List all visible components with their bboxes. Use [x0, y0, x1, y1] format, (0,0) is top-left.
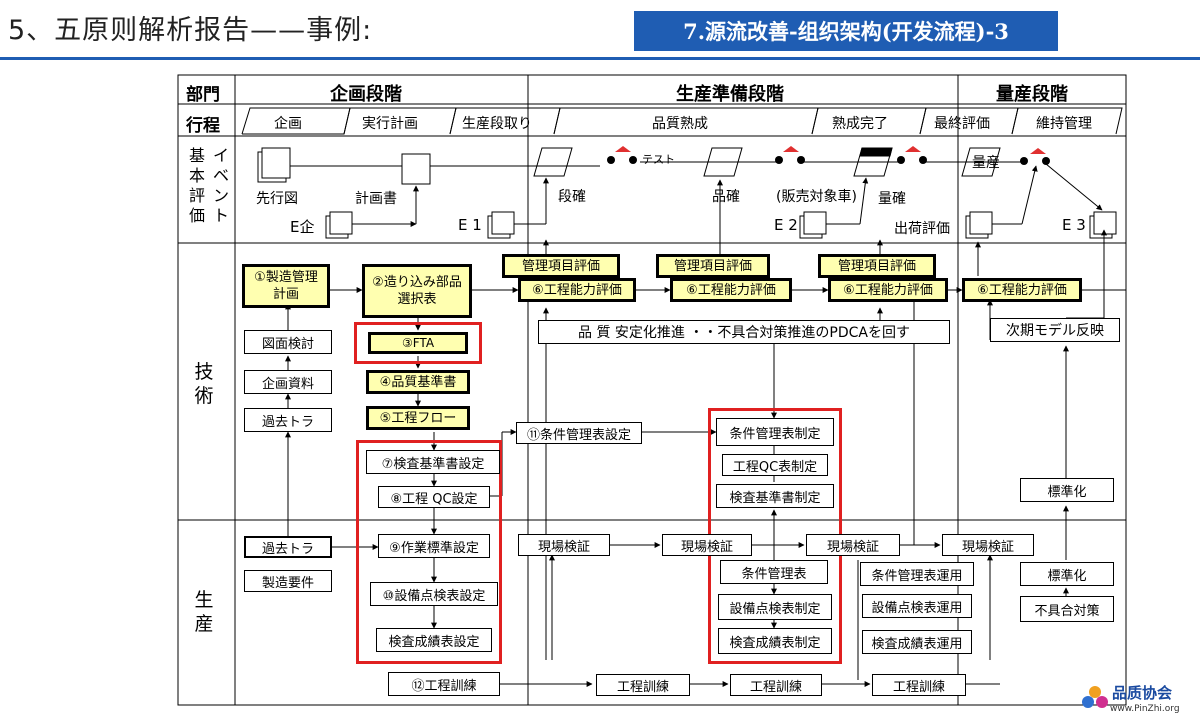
- flower-icon: [1082, 686, 1108, 708]
- section-badge: 7.源流改善-组织架构(开发流程)-3: [634, 11, 1058, 51]
- event-ryosan: 量産: [972, 155, 1000, 171]
- box-genba-3: 現場検証: [806, 534, 900, 556]
- event-ryokaku: 量確: [878, 191, 906, 207]
- event-dankaku: 段確: [558, 189, 586, 205]
- box-k10: ⑩設備点検表設定: [370, 582, 498, 606]
- highlight-fta: [354, 322, 482, 364]
- box-flow: ⑤工程フロー: [366, 406, 470, 430]
- header-rule: [0, 57, 1200, 60]
- box-kakotora-tech: 過去トラ: [244, 408, 332, 432]
- box-noryoku-2: ⑥工程能力評価: [670, 278, 792, 302]
- box-kanri-1: 管理項目評価: [502, 254, 620, 278]
- event-hanbai: (販売対象車): [776, 189, 857, 205]
- box-kunren-3: 工程訓練: [872, 674, 966, 696]
- col-mass: 量産段階: [996, 84, 1068, 105]
- logo-name: 品质协会: [1112, 684, 1173, 702]
- pinzhi-logo: 品质协会 www.PinZhi.org: [1080, 680, 1196, 720]
- box-tsukurikomi: ②造り込み部品 選択表: [362, 264, 472, 318]
- row-event-label: 基本評価: [188, 146, 205, 225]
- box-jiki-model: 次期モデル反映: [990, 318, 1120, 342]
- box-k9: ⑨作業標準設定: [378, 534, 490, 558]
- box-kensa-settei: 検査成績表設定: [376, 628, 492, 652]
- col-planning: 企画段階: [330, 84, 402, 105]
- box-noryoku-1: ⑥工程能力評価: [518, 278, 636, 302]
- row-event-label2: イベント: [212, 146, 229, 225]
- row-schedule: 行程: [186, 116, 220, 136]
- box-jouken: 条件管理表: [720, 560, 828, 584]
- box-unyo-2: 設備点検表運用: [862, 594, 972, 618]
- box-pdca: 品 質 安定化推進 ・・不具合対策推進のPDCAを回す: [538, 320, 950, 344]
- event-shukka: 出荷評価: [894, 221, 950, 237]
- box-noryoku-3: ⑥工程能力評価: [828, 278, 948, 302]
- event-e2: E 2: [774, 216, 798, 234]
- box-yoken: 製造要件: [244, 570, 332, 592]
- box-genba-1: 現場検証: [518, 534, 610, 556]
- event-test: テスト: [642, 153, 675, 166]
- row-tech: 技術: [194, 361, 214, 407]
- col-dept: 部門: [186, 85, 220, 105]
- box-kakotora-prod: 過去トラ: [244, 536, 332, 558]
- box-unyo-3: 検査成績表運用: [862, 630, 972, 654]
- box-seitei-3: 検査基準書制定: [716, 484, 834, 508]
- event-hinkaku: 品確: [712, 189, 740, 205]
- schedule-6: 維持管理: [1036, 116, 1092, 132]
- schedule-4: 熟成完了: [832, 116, 888, 132]
- box-fuguai: 不具合対策: [1020, 596, 1114, 622]
- box-setsubi-seitei: 設備点検表制定: [718, 594, 832, 620]
- box-genba-4: 現場検証: [942, 534, 1034, 556]
- box-noryoku-4: ⑥工程能力評価: [962, 278, 1082, 302]
- schedule-2: 生産段取り: [462, 116, 532, 132]
- box-kunren-2: 工程訓練: [730, 674, 822, 696]
- box-seitei-1: 条件管理表制定: [716, 418, 834, 446]
- event-e3: E 3: [1062, 216, 1086, 234]
- box-seizo-kanri: ①製造管理 計画: [242, 264, 330, 308]
- schedule-0: 企画: [274, 116, 302, 132]
- box-k11: ⑪条件管理表設定: [516, 422, 642, 444]
- box-kanri-2: 管理項目評価: [656, 254, 770, 278]
- box-kijun: ④品質基準書: [366, 370, 470, 394]
- event-keikaku: 計画書: [355, 191, 397, 207]
- box-kikaku-shiryo: 企画資料: [244, 370, 332, 394]
- box-kanri-3: 管理項目評価: [818, 254, 936, 278]
- box-kensa-seitei: 検査成績表制定: [718, 628, 832, 654]
- schedule-5: 最終評価: [934, 116, 990, 132]
- event-e-kikaku: E企: [290, 218, 315, 236]
- box-kunren-1: 工程訓練: [596, 674, 690, 696]
- box-hyojunka-tech: 標準化: [1020, 478, 1114, 502]
- box-k12: ⑫工程訓練: [388, 672, 500, 696]
- box-genba-2: 現場検証: [662, 534, 752, 556]
- event-e1: E 1: [458, 216, 482, 234]
- row-prod: 生産: [194, 589, 214, 635]
- logo-url: www.PinZhi.org: [1110, 704, 1180, 714]
- box-zumen: 図面検討: [244, 330, 332, 354]
- box-unyo-1: 条件管理表運用: [860, 562, 974, 586]
- event-sakkozu: 先行図: [256, 191, 298, 207]
- schedule-1: 実行計画: [362, 116, 418, 132]
- page-title: 5、五原则解析报告——事例:: [8, 15, 373, 46]
- box-hyojunka-prod: 標準化: [1020, 562, 1114, 586]
- col-prep: 生産準備段階: [676, 84, 784, 105]
- highlight-settei: [356, 440, 502, 664]
- box-seitei-2: 工程QC表制定: [722, 454, 828, 476]
- schedule-3: 品質熟成: [652, 116, 708, 132]
- box-fta: ③FTA: [368, 332, 468, 354]
- box-k8: ⑧工程 QC設定: [378, 486, 490, 508]
- box-k7: ⑦検査基準書設定: [366, 450, 500, 474]
